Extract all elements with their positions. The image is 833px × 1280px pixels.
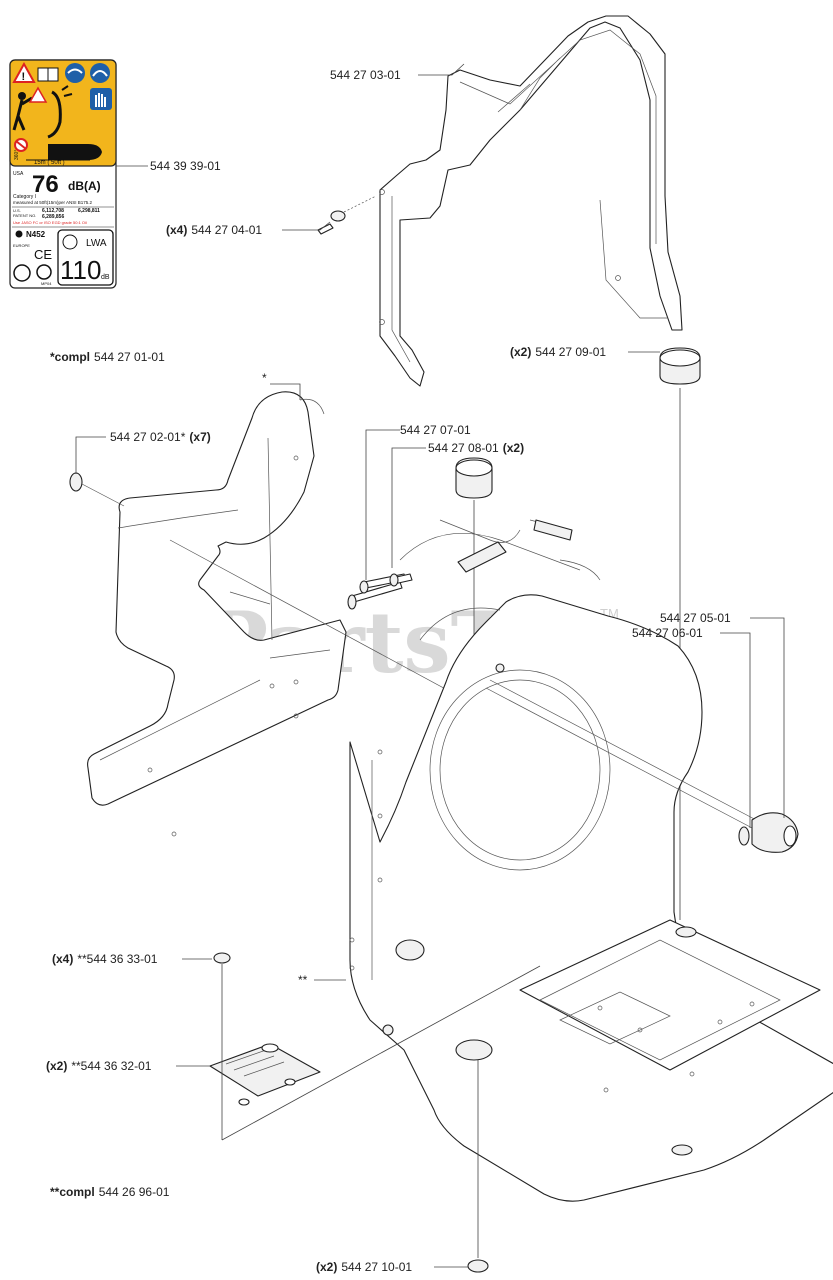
note-compl-544-26-96-01: **compl 544 26 96-01 xyxy=(50,1185,170,1199)
callout-text: 544 27 07-01 xyxy=(400,423,471,437)
callout-qty: (x2) xyxy=(503,441,524,455)
callout-qty: (x2) xyxy=(316,1260,337,1274)
callout-qty: (x2) xyxy=(46,1059,67,1073)
ear-protection-icon xyxy=(90,63,110,83)
callout-qty: (x2) xyxy=(510,345,531,359)
callout-double-star[interactable]: ** xyxy=(298,973,346,987)
sound-power-icon xyxy=(62,234,78,250)
callout-text: 544 27 05-01 xyxy=(660,611,731,625)
callout-text: * xyxy=(262,371,267,385)
backplate[interactable] xyxy=(349,519,833,1202)
callout-text: 544 27 06-01 xyxy=(632,626,703,640)
grommet-mid[interactable] xyxy=(455,457,493,1000)
label-category-text: Category I xyxy=(13,194,36,200)
callout-544-27-06-01[interactable]: 544 27 06-01 xyxy=(632,626,751,828)
note-prefix: *compl xyxy=(50,350,90,364)
callout-text: **544 36 32-01 xyxy=(71,1059,151,1073)
callout-544-27-10-01[interactable]: (x2) 544 27 10-01 xyxy=(316,1260,468,1274)
eye-protection-icon xyxy=(65,63,85,83)
handle-slot xyxy=(533,519,573,541)
callout-star[interactable]: * xyxy=(262,371,301,400)
label-patent-us: U.S. xyxy=(13,208,21,213)
callout-text: **544 36 33-01 xyxy=(77,952,157,966)
svg-text:544 27 02-01*(x7): 544 27 02-01*(x7) xyxy=(110,430,211,444)
frame-screw[interactable] xyxy=(317,195,377,235)
svg-text:(x2)544 27 10-01: (x2) 544 27 10-01 xyxy=(316,1260,412,1274)
label-patent-2: 6,298,811 xyxy=(78,208,100,214)
label-lwa-unit: dB xyxy=(101,274,110,281)
callout-544-27-08-01[interactable]: 544 27 08-01 (x2) xyxy=(391,441,524,568)
label-n-code: N452 xyxy=(26,230,46,239)
label-db-value: 76 xyxy=(32,171,59,198)
note-number: 544 26 96-01 xyxy=(99,1185,170,1199)
callout-544-27-04-01[interactable]: (x4) 544 27 04-01 xyxy=(166,221,331,237)
clock-icon xyxy=(15,230,23,238)
foot-plate[interactable] xyxy=(209,1043,321,1106)
callout-text: 544 39 39-01 xyxy=(150,159,221,173)
label-lwa-value: 110 xyxy=(60,255,101,285)
callout-qty: (x4) xyxy=(52,952,73,966)
note-prefix: **compl xyxy=(50,1185,95,1199)
ce-mark: CE xyxy=(34,247,52,262)
callout-text: 544 27 10-01 xyxy=(341,1260,412,1274)
strap-knob[interactable] xyxy=(485,679,799,853)
svg-text:(x4)**544 36 33-01: (x4) **544 36 33-01 xyxy=(52,952,158,966)
callout-text: 544 27 02-01* xyxy=(110,430,186,444)
callout-text: 544 27 03-01 xyxy=(330,68,401,82)
callout-text: 544 27 08-01 xyxy=(428,441,499,455)
label-patent-no: PATENT NO. xyxy=(13,213,36,218)
svg-text:544 27 08-01(x2): 544 27 08-01 (x2) xyxy=(428,441,524,455)
rubber-foot[interactable] xyxy=(467,1060,693,1273)
handle-slot xyxy=(457,541,507,573)
callout-544-27-02-01[interactable]: 544 27 02-01*(x7) xyxy=(75,430,211,474)
svg-text:(x2)**544 36 32-01: (x2) **544 36 32-01 xyxy=(46,1059,152,1073)
callout-544-27-09-01[interactable]: (x2) 544 27 09-01 xyxy=(510,345,660,359)
callout-544-39-39-01[interactable]: 544 39 39-01 xyxy=(116,159,221,173)
note-number: 544 27 01-01 xyxy=(94,350,165,364)
callout-qty: (x7) xyxy=(189,430,210,444)
harness-frame[interactable] xyxy=(379,15,683,387)
gs-mark-icon xyxy=(13,264,31,282)
warning-label-decal[interactable]: ! 360° 15m ( 50ft ) USA 76 dB(A) Ca xyxy=(9,59,117,289)
callout-544-27-03-01[interactable]: 544 27 03-01 xyxy=(330,63,465,82)
label-patent-1: 6,112,708 xyxy=(42,208,64,214)
label-lwa: LWA xyxy=(86,238,107,249)
label-europe: EUROPE xyxy=(13,243,30,248)
callout-text: ** xyxy=(298,973,308,987)
back-pad[interactable] xyxy=(87,391,347,837)
label-fuel-note: Use JASO FC or ISO EGD grade 50:1 Oil xyxy=(13,220,87,225)
label-cert: MP04 xyxy=(41,281,52,286)
blower-nozzle-icon xyxy=(48,144,102,160)
callout-text: 544 27 04-01 xyxy=(191,223,262,237)
label-patent-3: 6,289,856 xyxy=(42,214,64,220)
backplate-bolts[interactable] xyxy=(347,573,413,610)
callout-544-27-07-01[interactable]: 544 27 07-01 xyxy=(365,423,471,580)
callout-qty: (x4) xyxy=(166,223,187,237)
callout-544-36-33-01[interactable]: (x4) **544 36 33-01 xyxy=(52,952,212,966)
label-measured-text: measured at 50ft(15m)per ANSI B175.2 xyxy=(13,200,93,205)
label-pictogram-panel xyxy=(9,59,117,167)
svg-text:(x2)544 27 09-01: (x2) 544 27 09-01 xyxy=(510,345,606,359)
label-db-unit: dB(A) xyxy=(68,179,101,193)
warning-triangle-icon xyxy=(12,61,36,83)
note-compl-544-27-01-01: *compl 544 27 01-01 xyxy=(50,350,165,364)
label-angle-text: 360° xyxy=(14,150,20,160)
label-region-text: USA xyxy=(13,171,24,177)
svg-text:!: ! xyxy=(22,71,26,83)
svg-text:(x4)544 27 04-01: (x4) 544 27 04-01 xyxy=(166,223,262,237)
callout-544-36-32-01[interactable]: (x2) **544 36 32-01 xyxy=(46,1059,210,1073)
callout-text: 544 27 09-01 xyxy=(535,345,606,359)
rivet[interactable] xyxy=(213,952,541,1141)
pct-mark-icon xyxy=(36,264,52,280)
callout-544-27-05-01[interactable]: 544 27 05-01 xyxy=(660,611,785,818)
label-distance-text: 15m ( 50ft ) xyxy=(34,160,65,166)
operator-hazard-icon xyxy=(12,85,73,139)
